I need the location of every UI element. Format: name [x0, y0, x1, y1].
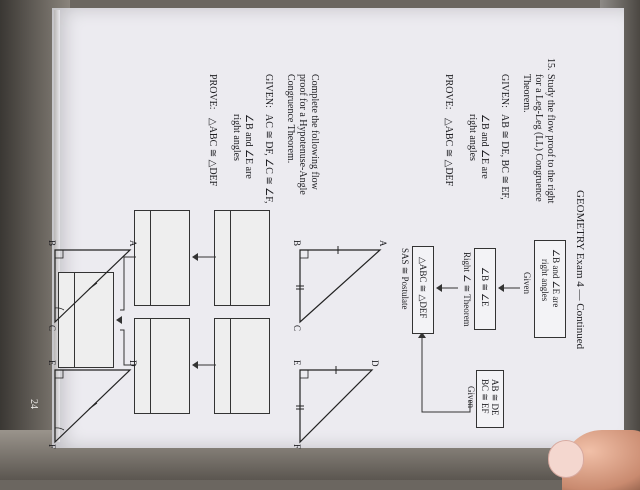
thumbnail-nail [548, 440, 584, 478]
vertex-label-e: E [47, 360, 57, 366]
flow-arrows-16 [116, 253, 216, 369]
triangle-abc-16 [54, 249, 132, 324]
vertex-label-d: D [128, 360, 138, 367]
flow-arrow [418, 284, 520, 413]
page-number: 24 [28, 399, 39, 409]
vertex-label-f: F [47, 444, 57, 450]
page-content: GEOMETRY Exam 4 — Continued 15. Study th… [40, 40, 600, 460]
triangle-abc-15 [296, 246, 382, 324]
page-gutter [54, 10, 60, 442]
triangle-def-15 [296, 366, 374, 444]
triangle-def-16 [54, 369, 132, 444]
